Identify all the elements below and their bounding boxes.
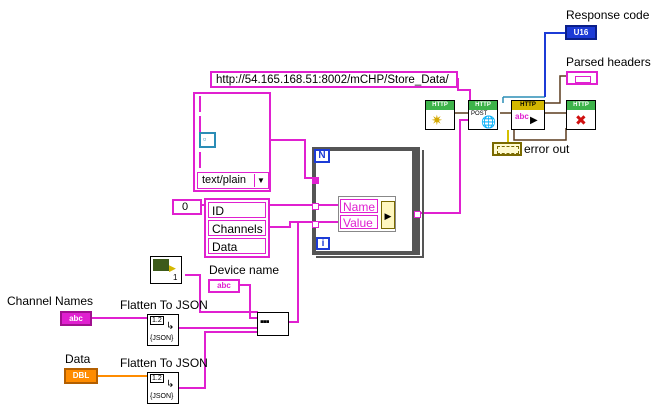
array-element-icon: ▫ [203,134,207,144]
build-array-node[interactable]: ▪▪▪ [257,312,289,336]
build-array-icon: ▪▪▪ [260,316,270,328]
parsed-headers-indicator[interactable] [566,71,598,85]
counter-badge: 1 [173,273,178,282]
content-type-ring[interactable]: text/plain ▼ [197,172,269,189]
post-sub-label: POST [471,111,488,117]
loop-count-terminal[interactable]: N [314,149,330,163]
flatten-json-label-2: Flatten To JSON [120,356,208,370]
http-close-handle-vi[interactable]: HTTP ✖ [566,100,596,130]
instrument-arrow-icon: ▶ [169,263,176,273]
device-name-label: Device name [209,263,280,277]
for-loop-frame[interactable]: N i Name Value ▶ [312,147,421,255]
url-string-constant[interactable]: http://54.165.168.51:8002/mCHP/Store_Dat… [210,71,458,88]
bundle-by-name-node[interactable]: Name Value ▶ [338,196,396,232]
error-cluster-icon [497,146,519,154]
close-icon: ✖ [575,112,587,128]
array-slot [199,116,207,132]
json-glyph: {JSON} [150,393,174,400]
json-number-icon: 1.2 [150,316,164,325]
error-out-indicator[interactable] [492,142,522,156]
cluster-item-channels: Channels [208,220,266,236]
array-index-control[interactable]: 0 [172,199,202,215]
tunnel-terminal [312,203,319,210]
header-array-control[interactable]: ▫ text/plain ▼ [193,92,271,192]
data-label: Data [65,352,91,366]
chevron-down-icon[interactable]: ▼ [254,174,267,187]
flatten-to-json-node-2[interactable]: 1.2 ↳ {JSON} [147,372,179,404]
http-get-headers-vi[interactable]: HTTP abc ▶ [511,100,545,130]
bundle-field-name: Name [340,199,378,214]
ring-value: text/plain [202,174,247,186]
cluster-item-id: ID [208,202,266,218]
arrow-icon: ▶ [530,115,538,126]
http-post-vi[interactable]: HTTP POST 🌐 [468,100,498,130]
flatten-json-label-1: Flatten To JSON [120,298,208,312]
channel-names-control[interactable]: abc [60,311,92,326]
json-glyph: {JSON} [150,335,174,342]
device-id-constant[interactable]: ▶ 1 [150,256,182,284]
down-arrow-icon: ↳ [166,321,175,332]
tunnel-terminal [312,177,319,184]
channel-names-label: Channel Names [7,294,94,308]
data-control[interactable]: DBL [64,368,98,384]
tunnel-terminal [414,211,421,218]
cluster-name-array[interactable]: ID Channels Data [204,198,270,258]
device-name-terminal[interactable]: abc [208,279,240,293]
bundle-output-icon: ▶ [381,201,395,229]
response-code-label: Response code [566,8,650,22]
selected-element-box[interactable]: ▫ [199,132,216,148]
array-slot [199,96,207,112]
flatten-to-json-node-1[interactable]: 1.2 ↳ {JSON} [147,314,179,346]
cluster-item-data: Data [208,238,266,254]
waveform-icon [153,259,169,271]
url-text: http://54.165.168.51:8002/mCHP/Store_Dat… [216,74,449,86]
headers-icon: abc [515,112,529,121]
error-out-label: error out [524,142,570,156]
starburst-icon: ✷ [431,112,443,128]
json-number-icon: 1.2 [150,374,164,383]
globe-icon: 🌐 [481,115,496,129]
array-slot [199,152,207,168]
http-open-handle-vi[interactable]: HTTP ✷ [425,100,455,130]
tunnel-terminal [312,221,319,228]
parsed-headers-label: Parsed headers [566,55,651,69]
loop-index-terminal: i [316,237,330,250]
bundle-field-value: Value [340,215,378,230]
down-arrow-icon: ↳ [166,379,175,390]
string-array-icon [575,76,591,83]
response-code-indicator[interactable]: U16 [565,25,597,40]
loop-stack-layer [316,150,424,258]
